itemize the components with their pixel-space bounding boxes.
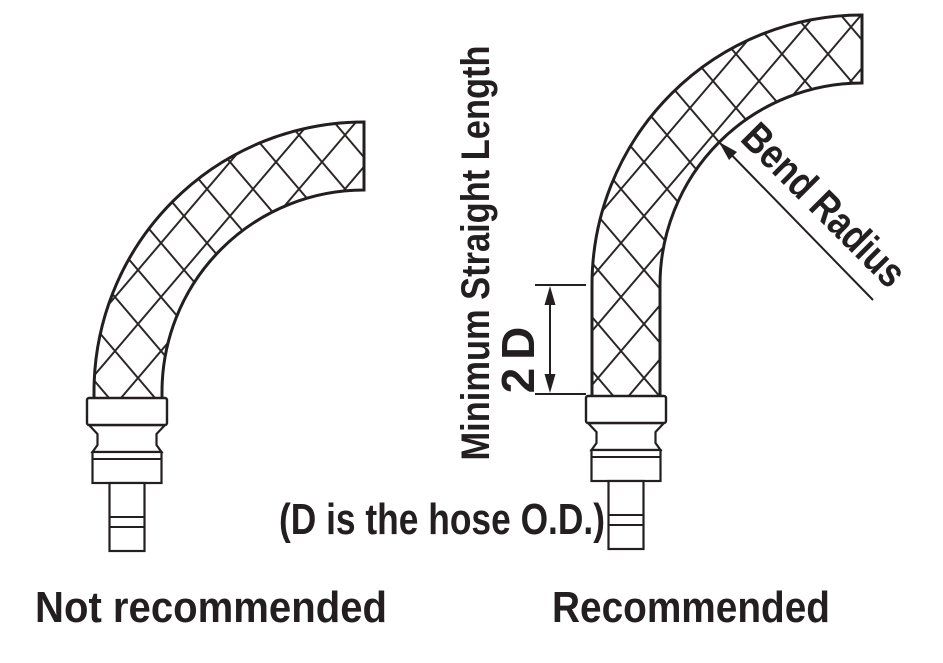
- minimum-straight-length-label: Minimum Straight Length: [454, 46, 498, 461]
- dimension-label: 2D: [492, 319, 544, 394]
- caption-recommended: Recommended: [552, 583, 830, 632]
- bend-radius-label: Bend Radius: [733, 113, 916, 296]
- hose-with-straight-section: [590, 13, 864, 402]
- dimension-arrowhead-up-icon: [544, 286, 556, 305]
- hose-od-note: (D is the hose O.D.): [279, 495, 605, 544]
- straight-length-dimension: 2D: [492, 284, 586, 395]
- recommended-hose-figure: [584, 13, 864, 551]
- bent-hose-no-straight-section: [92, 120, 366, 402]
- bend-radius-leader-line: [718, 141, 874, 301]
- not-recommended-hose-figure: [85, 120, 366, 553]
- bend-radius-callout: Bend Radius: [718, 113, 916, 301]
- dimension-arrowhead-down-icon: [544, 374, 556, 393]
- caption-not-recommended: Not recommended: [35, 583, 387, 632]
- hose-fitting: [85, 396, 169, 553]
- bend-radius-arrowhead-icon: [719, 142, 737, 160]
